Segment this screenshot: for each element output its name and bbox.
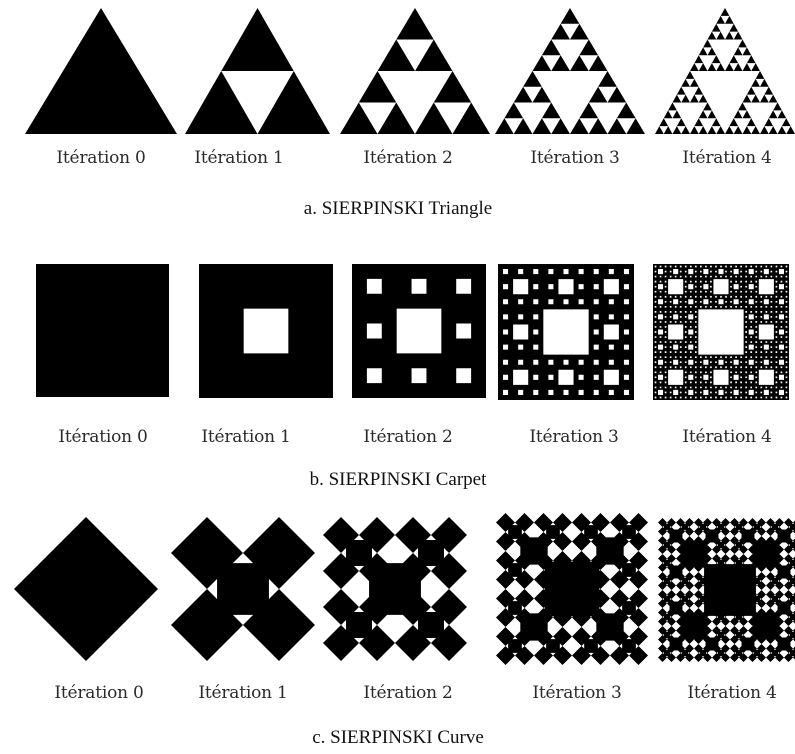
curve-iteration-0-label: Itération 0	[54, 683, 143, 703]
carpet-iteration-0-label: Itération 0	[58, 427, 147, 447]
carpet-iteration-3-label: Itération 3	[529, 427, 618, 447]
sierpinski-triangle-iteration-4	[655, 8, 795, 134]
sierpinski-curve-iteration-3	[496, 513, 648, 665]
carpet-iteration-2-label: Itération 2	[363, 427, 452, 447]
curve-iteration-1-label: Itération 1	[198, 683, 287, 703]
curve-iteration-2-label: Itération 2	[363, 683, 452, 703]
carpet-iteration-4-label: Itération 4	[682, 427, 771, 447]
triangle-iteration-4-label: Itération 4	[682, 148, 771, 168]
curve-iteration-3-label: Itération 3	[532, 683, 621, 703]
sierpinski-triangle-iteration-0	[25, 8, 177, 134]
sierpinski-curve-iteration-1	[171, 517, 315, 661]
sierpinski-carpet-iteration-1	[199, 264, 333, 398]
carpet-caption: b. SIERPINSKI Carpet	[310, 469, 487, 491]
curve-caption: c. SIERPINSKI Curve	[312, 727, 484, 749]
triangle-iteration-0-label: Itération 0	[56, 148, 145, 168]
sierpinski-curve-iteration-4	[658, 518, 795, 662]
sierpinski-triangle-iteration-1	[185, 8, 330, 134]
sierpinski-curve-iteration-2	[323, 517, 467, 661]
curve-iteration-4-label: Itération 4	[687, 683, 776, 703]
sierpinski-carpet-iteration-3	[498, 264, 634, 400]
triangle-caption: a. SIERPINSKI Triangle	[304, 198, 492, 220]
sierpinski-carpet-iteration-2	[352, 264, 486, 398]
sierpinski-carpet-iteration-0	[36, 264, 169, 397]
sierpinski-curve-iteration-0	[14, 517, 158, 661]
sierpinski-triangle-iteration-3	[495, 8, 645, 134]
carpet-iteration-1-label: Itération 1	[201, 427, 290, 447]
sierpinski-carpet-iteration-4	[653, 264, 789, 400]
triangle-iteration-3-label: Itération 3	[530, 148, 619, 168]
triangle-iteration-2-label: Itération 2	[363, 148, 452, 168]
sierpinski-triangle-iteration-2	[340, 8, 490, 134]
triangle-iteration-1-label: Itération 1	[194, 148, 283, 168]
